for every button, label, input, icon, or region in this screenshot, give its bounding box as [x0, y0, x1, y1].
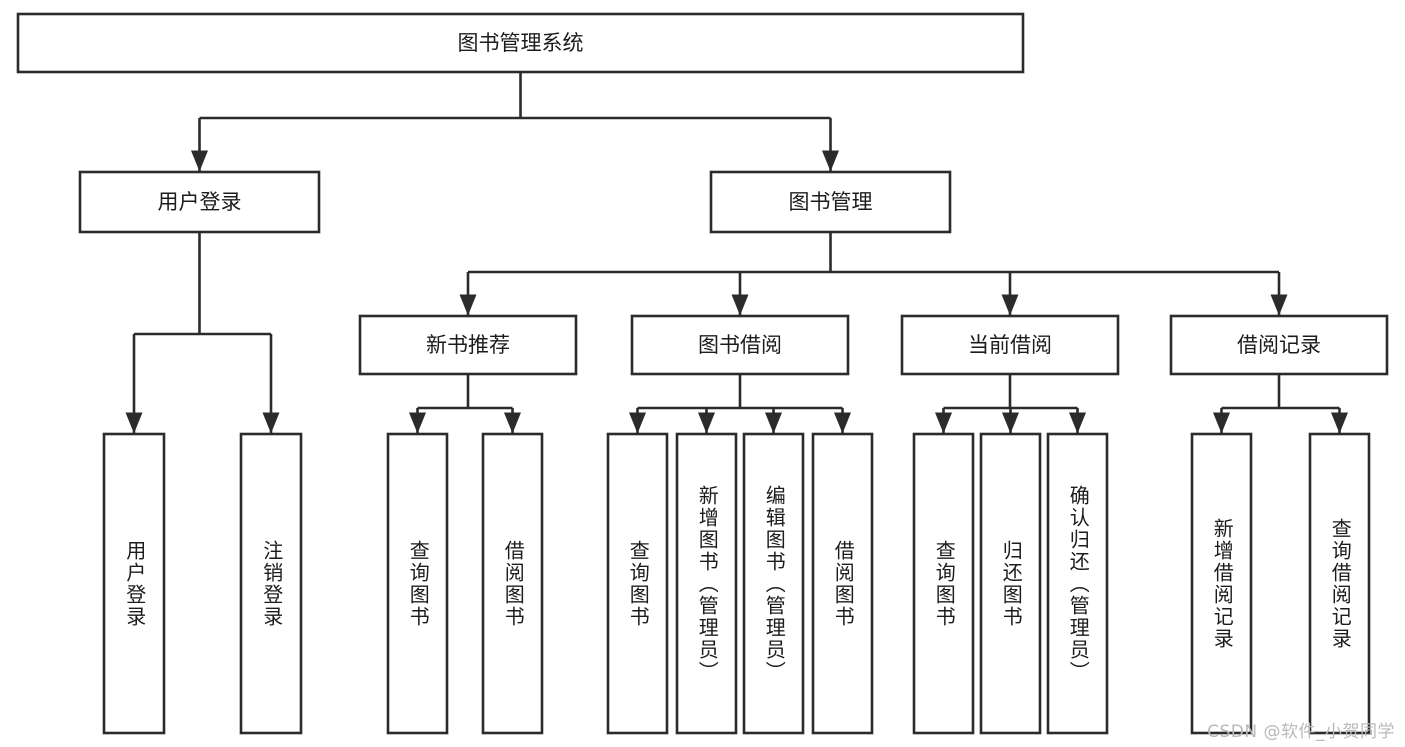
node-label: 图书管理系统: [458, 31, 584, 55]
node-label: 用户登录: [158, 190, 242, 214]
node-rect: [1169, 314, 1389, 376]
node-rect: [630, 314, 850, 376]
node-box-leaf-7[interactable]: [811, 432, 874, 735]
node-rect: [1046, 432, 1109, 735]
node-rect: [16, 12, 1025, 74]
node-rect: [102, 432, 166, 735]
edge-arrowhead: [629, 412, 646, 434]
node-label: 新书推荐: [426, 333, 510, 357]
node-rect: [979, 432, 1042, 735]
edge-arrowhead: [1270, 294, 1288, 316]
edge-arrowhead: [834, 412, 851, 434]
edge-arrowhead: [262, 412, 280, 434]
node-box-leaf-8[interactable]: [912, 432, 975, 735]
edge-arrowhead: [1069, 412, 1086, 434]
node-label: 图书借阅: [698, 333, 782, 357]
node-box-level2-0[interactable]: 用户登录: [78, 170, 321, 234]
node-box-leaf-1[interactable]: [239, 432, 303, 735]
node-rect: [1308, 432, 1371, 735]
node-rect: [239, 432, 303, 735]
node-rect: [811, 432, 874, 735]
edge-arrowhead: [504, 412, 521, 434]
node-box-leaf-12[interactable]: [1308, 432, 1371, 735]
edge-arrowhead: [765, 412, 782, 434]
node-box-root-0[interactable]: 图书管理系统: [16, 12, 1025, 74]
node-label: 图书管理: [789, 190, 873, 214]
edge-arrowhead: [935, 412, 952, 434]
edge-arrowhead: [125, 412, 143, 434]
node-rect: [742, 432, 805, 735]
edge-arrowhead: [1002, 412, 1019, 434]
node-box-level3-3[interactable]: 借阅记录: [1169, 314, 1389, 376]
node-box-leaf-5[interactable]: [675, 432, 738, 735]
node-label: 当前借阅: [968, 333, 1052, 357]
node-box-leaf-2[interactable]: [386, 432, 449, 735]
node-rect: [900, 314, 1120, 376]
connectors-layer: [125, 72, 1348, 434]
node-box-leaf-9[interactable]: [979, 432, 1042, 735]
edge-arrowhead: [1001, 294, 1019, 316]
node-box-leaf-11[interactable]: [1190, 432, 1253, 735]
node-box-leaf-10[interactable]: [1046, 432, 1109, 735]
node-rect: [1190, 432, 1253, 735]
node-rect: [912, 432, 975, 735]
node-rect: [386, 432, 449, 735]
edge-arrowhead: [409, 412, 426, 434]
edge-arrowhead: [698, 412, 715, 434]
edge-arrowhead: [191, 150, 208, 172]
node-rect: [358, 314, 578, 376]
edge-arrowhead: [459, 294, 477, 316]
edge-arrowhead: [822, 150, 839, 172]
node-rect: [675, 432, 738, 735]
node-box-level2-1[interactable]: 图书管理: [709, 170, 952, 234]
node-rect: [709, 170, 952, 234]
node-box-level3-1[interactable]: 图书借阅: [630, 314, 850, 376]
edge-arrowhead: [731, 294, 749, 316]
node-box-level3-0[interactable]: 新书推荐: [358, 314, 578, 376]
node-rect: [481, 432, 544, 735]
node-box-leaf-6[interactable]: [742, 432, 805, 735]
node-rect: [606, 432, 669, 735]
node-box-level3-2[interactable]: 当前借阅: [900, 314, 1120, 376]
edge-arrowhead: [1213, 412, 1230, 434]
node-box-leaf-0[interactable]: [102, 432, 166, 735]
node-box-leaf-4[interactable]: [606, 432, 669, 735]
node-box-leaf-3[interactable]: [481, 432, 544, 735]
node-label: 借阅记录: [1237, 333, 1321, 357]
edge-arrowhead: [1331, 412, 1348, 434]
node-rect: [78, 170, 321, 234]
